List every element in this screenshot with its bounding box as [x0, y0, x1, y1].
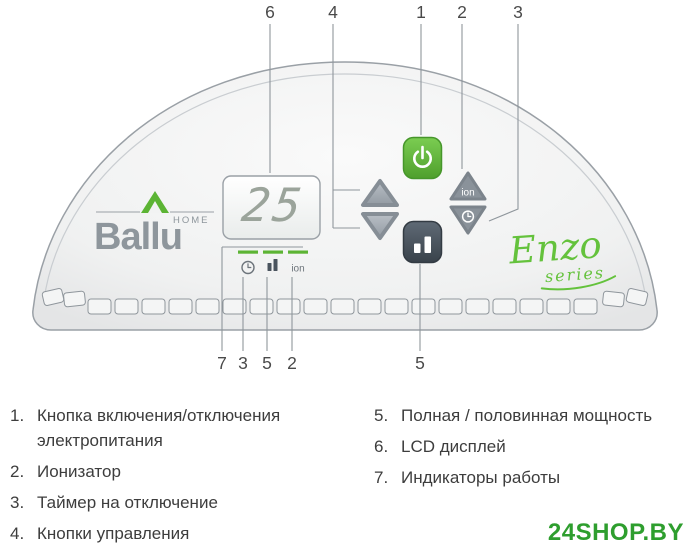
lcd-display: 25 [222, 175, 321, 240]
power-indicator-bar [263, 250, 283, 254]
callout-number-2b: 2 [287, 353, 297, 373]
vent-slot [330, 298, 355, 315]
ionizer-button-label: ion [461, 188, 474, 199]
legend-item-5: 5. Полная / половинная мощность [374, 403, 686, 428]
vent-slot [222, 298, 247, 315]
vent-slot [492, 298, 517, 315]
legend-item-number: 7. [374, 468, 389, 487]
legend-item-text: Таймер на отключение [37, 493, 218, 512]
vent-slot [602, 290, 625, 308]
callout-number-4: 4 [328, 2, 338, 22]
vent-slot [63, 290, 86, 308]
callout-numbers: 6 4 1 2 3 7 3 5 2 5 [217, 2, 523, 373]
vent-slot [141, 298, 166, 315]
lcd-temperature-value: 25 [239, 178, 308, 232]
vent-slot [41, 288, 65, 306]
timer-clock-icon [461, 210, 475, 223]
ion-indicator-label: ion [291, 264, 304, 275]
legend-item-3: 3. Таймер на отключение [10, 490, 342, 515]
legend-item-1: 1. Кнопка включения/отключения электропи… [10, 403, 342, 453]
control-panel-diagram: Ballu HOME 25 ion [32, 2, 658, 373]
ion-indicator-bar [288, 250, 308, 254]
legend-item-text: Ионизатор [37, 462, 121, 481]
legend-item-4: 4. Кнопки управления [10, 521, 342, 546]
legend-item-number: 5. [374, 406, 389, 425]
legend-left-column: 1. Кнопка включения/отключения электропи… [10, 403, 342, 550]
ionizer-button [449, 171, 487, 201]
button-cluster: ion [361, 136, 487, 264]
power-icon [413, 145, 432, 169]
vent-slot [411, 298, 436, 315]
vent-slot [384, 298, 409, 315]
vent-slot [573, 298, 598, 315]
legend-item-text: Кнопки управления [37, 524, 190, 543]
callout-number-2: 2 [457, 2, 467, 22]
power-mode-bars-icon [414, 236, 431, 253]
up-arrow-button [361, 179, 399, 207]
ballu-logo: Ballu HOME [94, 191, 214, 258]
panel-body [32, 61, 658, 331]
enzo-series-logo: Enzo series [507, 223, 617, 291]
timer-indicator-bar [238, 250, 258, 254]
series-word-text: series [544, 263, 605, 286]
callout-number-5b: 5 [262, 353, 272, 373]
legend-item-text: Кнопка включения/отключения электропитан… [37, 406, 281, 450]
callout-number-7b: 7 [217, 353, 227, 373]
power-mode-button [402, 220, 443, 264]
callout-lines [221, 24, 519, 351]
legend-item-text: LCD дисплей [401, 437, 506, 456]
panel-outline [32, 61, 658, 331]
power-level-indicator-icon [267, 259, 278, 271]
vent-slots [41, 288, 649, 315]
timer-button [449, 205, 487, 235]
vent-slot [546, 298, 571, 315]
callout-number-3: 3 [513, 2, 523, 22]
vent-slot [438, 298, 463, 315]
panel-inner-line [43, 73, 647, 301]
legend-item-6: 6. LCD дисплей [374, 434, 686, 459]
vent-slot [465, 298, 490, 315]
legend-right-column: 5. Полная / половинная мощность 6. LCD д… [374, 403, 686, 496]
logo-peak-notch [148, 201, 162, 213]
down-arrow-button [361, 212, 399, 240]
legend-item-number: 6. [374, 437, 389, 456]
callout-number-1: 1 [416, 2, 426, 22]
vent-slot [195, 298, 220, 315]
legend-item-number: 2. [10, 462, 25, 481]
legend-item-number: 3. [10, 493, 25, 512]
vent-slot [303, 298, 328, 315]
brand-name: Ballu [94, 216, 182, 258]
legend-item-7: 7. Индикаторы работы [374, 465, 686, 490]
work-indicators: ion [238, 250, 308, 275]
vent-slot [249, 298, 274, 315]
vent-slot [519, 298, 544, 315]
series-swoosh [540, 275, 617, 291]
callout-number-5c: 5 [415, 353, 425, 373]
callout-line-3 [488, 24, 519, 222]
shop-watermark: 24SHOP.BY [547, 519, 684, 546]
series-script-text: Enzo [507, 223, 603, 272]
vent-slot [357, 298, 382, 315]
legend-item-text: Индикаторы работы [401, 468, 561, 487]
vent-slot [114, 298, 139, 315]
legend-item-text: Полная / половинная мощность [401, 406, 653, 425]
vent-slot [625, 288, 649, 306]
brand-tagline: HOME [173, 215, 210, 226]
vent-slot [168, 298, 193, 315]
vent-slot [276, 298, 301, 315]
callout-number-3b: 3 [238, 353, 248, 373]
callout-number-6: 6 [265, 2, 275, 22]
legend-item-number: 4. [10, 524, 25, 543]
lcd-frame [222, 175, 321, 240]
timer-indicator-icon [241, 260, 255, 275]
legend-item-2: 2. Ионизатор [10, 459, 342, 484]
legend-item-number: 1. [10, 406, 25, 425]
vent-slot [87, 298, 112, 315]
